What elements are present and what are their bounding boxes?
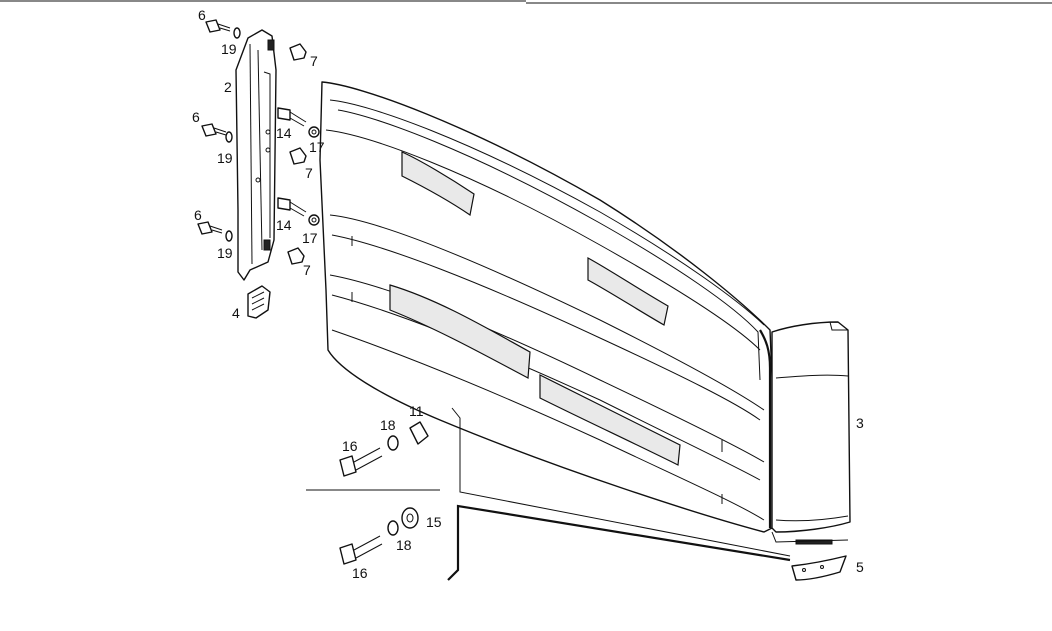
callout-6-middle: 6 [192,109,200,125]
leader-line-lower [447,504,791,581]
bolt-14-upper [277,107,320,138]
callout-18-lower: 18 [396,537,412,553]
callout-14-upper: 14 [276,125,292,141]
bolt-14-lower [277,197,320,226]
trim-part-5 [791,555,847,581]
callout-7-top: 7 [310,53,318,69]
callout-19-middle: 19 [217,150,233,166]
clip-7-top [289,43,307,61]
screw-6-middle [201,123,233,143]
callout-6-top: 6 [198,7,206,23]
vent-slot-upper-right [587,256,669,326]
callout-3: 3 [856,415,864,431]
callout-17-lower: 17 [302,230,318,246]
bolt-16-upper [339,421,429,477]
callout-18-upper: 18 [380,417,396,433]
callout-7-bottom: 7 [303,262,311,278]
callout-14-lower: 14 [276,217,292,233]
mounting-bracket [235,29,277,281]
callout-5: 5 [856,559,864,575]
callout-2: 2 [224,79,232,95]
leader-line-upper [451,407,791,557]
callout-17-upper: 17 [309,139,325,155]
clip-part-4 [247,285,271,319]
grille-panel [319,81,773,533]
side-cover-bottom-edge [795,539,833,545]
screw-6-top [205,19,241,39]
clip-7-bottom [287,247,305,265]
callout-19-bottom: 19 [217,245,233,261]
vent-slot-upper-left [401,151,475,217]
screw-6-bottom [197,221,233,242]
callout-16-upper: 16 [342,438,358,454]
callout-6-bottom: 6 [194,207,202,223]
callout-19-top: 19 [221,41,237,57]
vent-slot-lower-right [539,374,681,466]
callout-11: 11 [409,403,424,419]
bolt-16-lower [339,507,419,565]
side-cover [771,321,851,545]
vent-slot-lower-left [389,284,531,379]
callout-7-middle: 7 [305,165,313,181]
callout-4: 4 [232,305,240,321]
callout-16-lower: 16 [352,565,368,581]
callout-15: 15 [426,514,442,530]
clip-7-middle [289,147,307,165]
